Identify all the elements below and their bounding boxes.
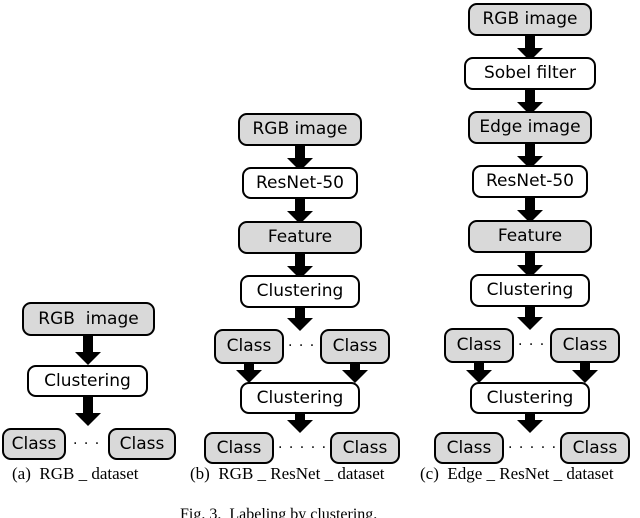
panel-b-input-node: RGB image (238, 113, 362, 146)
panel-b-feature-node: Feature (238, 221, 362, 254)
arrow-c-8 (572, 363, 598, 383)
panel-c-ellipsis-bottom: · · · · · (508, 440, 558, 456)
panel-c-class-left-node-2: Class (434, 432, 504, 464)
panel-c-resnet-node: ResNet-50 (472, 165, 588, 198)
arrow-c-2 (517, 90, 543, 115)
panel-a-class-left-node: Class (2, 428, 66, 460)
panel-b-ellipsis-bottom: · · · · · (278, 440, 328, 456)
panel-c-class-right-node-2: Class (560, 432, 630, 464)
arrow-b-7 (287, 414, 313, 433)
panel-c-sobel-node: Sobel filter (464, 57, 596, 90)
arrow-b-3 (287, 254, 313, 279)
arrow-b-4 (287, 308, 313, 331)
panel-a-ellipsis: · · · (73, 436, 101, 452)
panel-b-class-right-node-2: Class (330, 432, 400, 464)
panel-c-clustering-node-1: Clustering (470, 274, 590, 307)
arrow-c-6 (517, 307, 543, 330)
panel-b-class-left-node: Class (214, 329, 284, 364)
panel-c-feature-node: Feature (468, 220, 592, 253)
panel-a-caption: (a) RGB _ dataset (12, 464, 139, 483)
panel-b-class-left-node-2: Class (204, 432, 274, 464)
arrow-c-9 (517, 414, 543, 433)
panel-b-caption: (b) RGB _ ResNet _ dataset (190, 464, 385, 483)
panel-c-clustering-node-2: Clustering (470, 382, 590, 414)
panel-c-input-node: RGB image (468, 3, 592, 36)
arrow-c-1 (517, 36, 543, 61)
arrow-c-3 (517, 144, 543, 169)
panel-c-ellipsis-top: · · · (518, 337, 546, 353)
arrow-b-2 (287, 199, 313, 224)
arrow-a-2 (75, 397, 101, 426)
panel-c-class-left-node: Class (444, 328, 514, 363)
arrow-b-5 (236, 364, 262, 383)
arrow-b-6 (342, 364, 368, 383)
panel-a-class-right-node: Class (108, 428, 176, 460)
panel-c-caption: (c) Edge _ ResNet _ dataset (420, 464, 614, 483)
panel-a-clustering-node: Clustering (27, 365, 148, 397)
panel-b-clustering-node-2: Clustering (240, 382, 360, 414)
panel-a-input-node: RGB image (22, 302, 155, 336)
panel-c-class-right-node: Class (550, 328, 620, 363)
arrow-a-1 (75, 336, 101, 365)
figure-caption: Fig. 3. Labeling by clustering. (180, 506, 378, 518)
arrow-b-1 (287, 146, 313, 171)
panel-b-clustering-node-1: Clustering (240, 275, 360, 308)
arrow-c-7 (466, 363, 492, 383)
panel-b-resnet-node: ResNet-50 (242, 167, 358, 199)
panel-c-edge-node: Edge image (468, 111, 592, 144)
arrow-c-4 (517, 198, 543, 223)
panel-b-class-right-node: Class (320, 329, 390, 364)
arrow-c-5 (517, 253, 543, 278)
panel-b-ellipsis-top: · · · (288, 338, 316, 354)
